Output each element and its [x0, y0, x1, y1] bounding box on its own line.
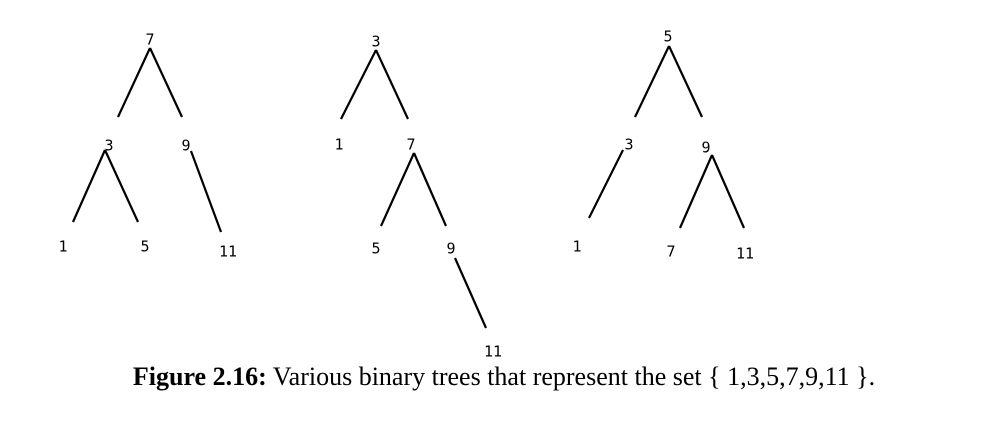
edge-7-to-3 [117, 47, 151, 118]
figure-caption: Figure 2.16: Various binary trees that r… [0, 362, 1008, 392]
edge-9-to-7 [678, 154, 714, 229]
node-5: 5 [371, 240, 380, 258]
edge-9-to-11 [189, 150, 223, 233]
node-9: 9 [701, 139, 710, 157]
node-5: 5 [663, 28, 672, 46]
caption-text: Various binary trees that represent the … [272, 362, 876, 391]
node-9: 9 [446, 240, 455, 258]
tree-rooted-at-3: 3 1 7 5 9 11 [334, 33, 502, 361]
edge-9-to-11 [710, 154, 746, 229]
node-11: 11 [484, 343, 502, 361]
tree-rooted-at-5: 5 3 9 1 7 11 [572, 28, 754, 263]
node-1: 1 [334, 136, 343, 154]
node-7: 7 [145, 31, 154, 49]
node-11: 11 [736, 245, 754, 263]
node-1: 1 [58, 238, 67, 256]
node-3: 3 [624, 136, 633, 154]
edge-5-to-3 [634, 45, 670, 118]
node-7: 7 [406, 136, 415, 154]
edge-3-to-1 [588, 149, 624, 219]
edge-5-to-9 [668, 45, 703, 118]
node-5: 5 [140, 238, 149, 256]
edge-7-to-9 [149, 47, 183, 118]
edge-7-to-9 [412, 152, 448, 227]
node-3: 3 [371, 33, 380, 51]
caption-label: Figure 2.16: [132, 362, 267, 391]
node-1: 1 [572, 238, 581, 256]
edge-3-to-7 [375, 49, 409, 120]
edge-9-to-11 [453, 257, 488, 329]
edge-3-to-1 [340, 49, 377, 120]
node-9: 9 [181, 137, 190, 155]
edge-3-to-1 [71, 149, 107, 223]
node-7: 7 [666, 243, 675, 261]
edge-7-to-5 [379, 152, 416, 227]
node-3: 3 [104, 137, 113, 155]
node-11: 11 [219, 243, 237, 261]
edge-3-to-5 [104, 149, 139, 223]
